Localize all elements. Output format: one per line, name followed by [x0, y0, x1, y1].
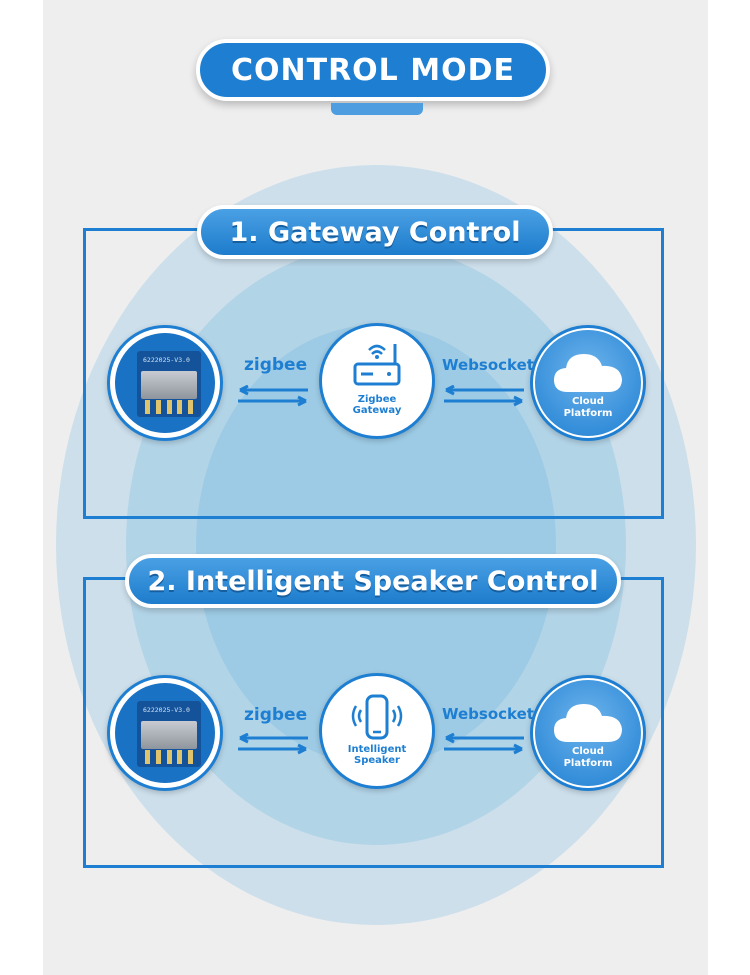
cloud-label-line1: Cloud	[572, 396, 604, 407]
hub-label-line2: Speaker	[354, 755, 400, 766]
cloud-label-line2: Platform	[563, 758, 613, 769]
cloud-label-line1: Cloud	[572, 746, 604, 757]
hub-label-line1: Zigbee	[357, 394, 397, 405]
bidirectional-arrows-icon	[238, 385, 308, 407]
cloud-platform-node: Cloud Platform	[530, 675, 646, 791]
hub-label-line1: Intelligent	[347, 744, 407, 755]
cloud-platform-node: Cloud Platform	[530, 325, 646, 441]
bidirectional-arrows-icon	[444, 733, 524, 755]
zigbee-protocol-label: zigbee	[244, 355, 308, 375]
page-title: CONTROL MODE	[196, 39, 550, 101]
websocket-protocol-label: Websocket	[442, 705, 534, 723]
zigbee-module-icon: 6222025-V3.0	[107, 675, 223, 791]
router-icon	[353, 344, 401, 386]
cloud-icon	[554, 354, 622, 392]
gateway-control-title: 1. Gateway Control	[197, 205, 553, 259]
title-tab-decoration	[331, 103, 423, 115]
bidirectional-arrows-icon	[238, 733, 308, 755]
zigbee-protocol-label: zigbee	[244, 705, 308, 725]
zigbee-gateway-node: Zigbee Gateway	[319, 323, 435, 439]
bidirectional-arrows-icon	[444, 385, 524, 407]
chip-marking: 6222025-V3.0	[143, 356, 190, 364]
smart-speaker-icon	[351, 694, 403, 740]
cloud-icon	[554, 704, 622, 742]
hub-label-line2: Gateway	[352, 405, 402, 416]
cloud-label-line2: Platform	[563, 408, 613, 419]
websocket-protocol-label: Websocket	[442, 356, 534, 374]
zigbee-module-icon: 6222025-V3.0	[107, 325, 223, 441]
speaker-control-title: 2. Intelligent Speaker Control	[125, 554, 621, 608]
intelligent-speaker-node: Intelligent Speaker	[319, 673, 435, 789]
chip-marking: 6222025-V3.0	[143, 706, 190, 714]
